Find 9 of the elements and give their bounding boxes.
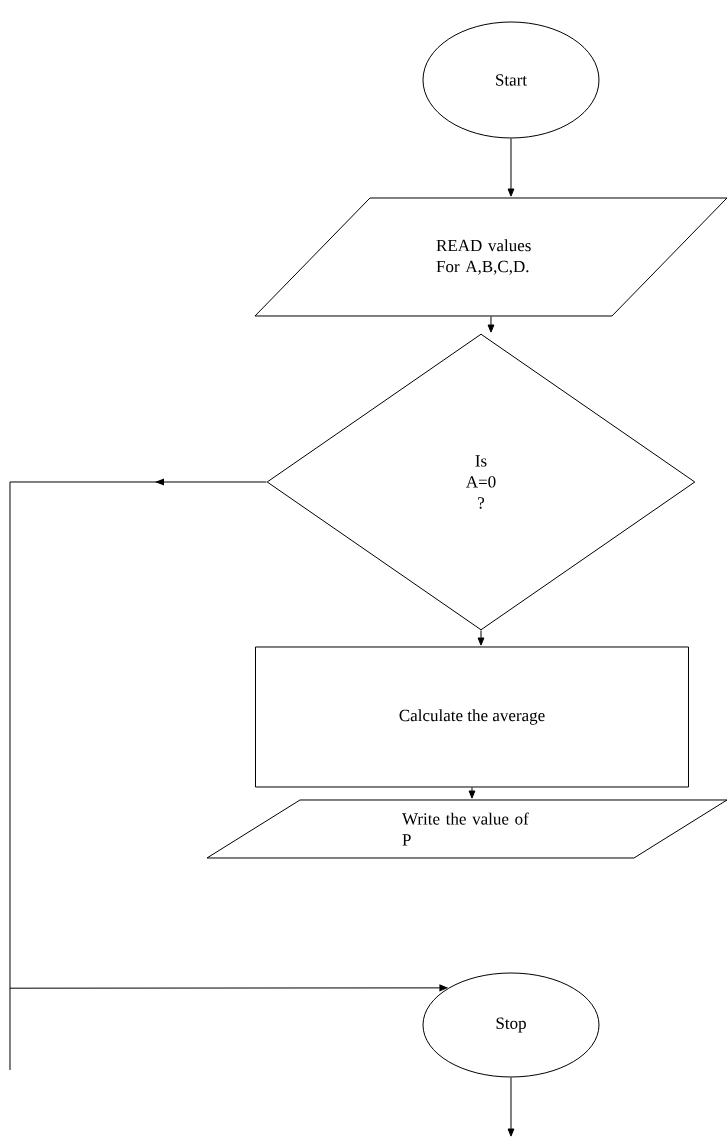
arrow xyxy=(507,138,515,197)
io-parallelogram: Write the value of P xyxy=(206,799,727,859)
arrow xyxy=(487,316,495,333)
arrow xyxy=(468,787,476,799)
arrow xyxy=(9,478,448,1071)
arrow xyxy=(477,630,485,646)
arrow xyxy=(507,1077,515,1137)
io-parallelogram: READ values For A,B,C,D. xyxy=(254,197,727,317)
process-box: Calculate the average xyxy=(255,646,689,788)
